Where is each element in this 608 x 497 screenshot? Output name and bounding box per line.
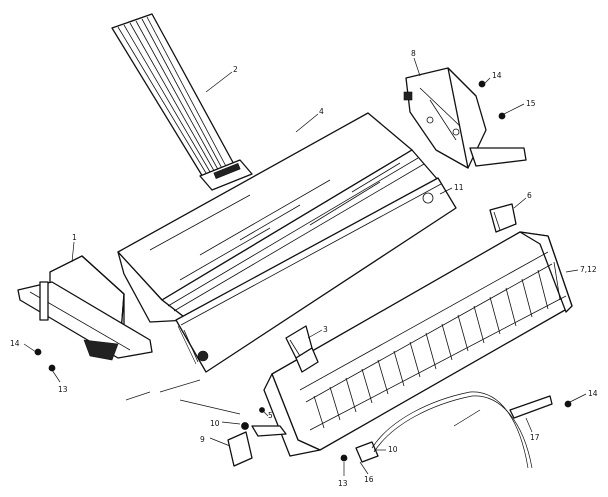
tab-part-upper: [489, 203, 517, 233]
callout-16: 16: [364, 475, 374, 484]
clip-part: [285, 325, 319, 373]
callout-6: 6: [527, 191, 532, 200]
right-bracket-part: [403, 67, 527, 169]
paper-guide-part: [263, 231, 573, 457]
callout-15: 15: [526, 99, 536, 108]
callout-4: 4: [319, 107, 324, 116]
callout-5: 5: [268, 411, 273, 420]
leader-lines: [23, 57, 587, 476]
screws: [34, 80, 572, 462]
callout-13-left: 13: [58, 385, 68, 394]
callout-14-upper: 14: [492, 71, 502, 80]
lower-hardware: [227, 391, 553, 469]
callout-14-left: 14: [10, 339, 20, 348]
callout-10-left: 10: [210, 419, 220, 428]
left-bracket-part: [17, 255, 153, 361]
callout-14-right: 14: [588, 389, 598, 398]
hopper-tray-part: [117, 112, 439, 323]
callout-10-lower: 10: [388, 445, 398, 454]
callout-2: 2: [233, 65, 238, 74]
callout-13-lower: 13: [338, 479, 348, 488]
ribbon-cable-part: [111, 13, 253, 191]
callout-9: 9: [200, 435, 205, 444]
callout-8: 8: [411, 49, 416, 58]
callout-3: 3: [323, 325, 328, 334]
callout-17: 17: [530, 433, 540, 442]
guide-slots: [313, 261, 561, 429]
front-cover-part: [175, 177, 457, 373]
callout-1: 1: [72, 233, 77, 242]
callout-7-12: 7,12: [580, 265, 597, 274]
callout-11: 11: [454, 183, 464, 192]
callout-labels: 2 4 8 14 15 11 6 7,12 1 3 14 13 10 9 5 1…: [10, 49, 598, 488]
